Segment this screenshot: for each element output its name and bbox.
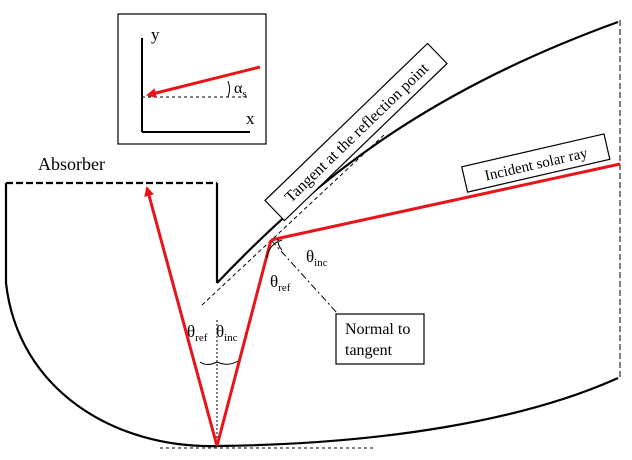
tangent-dashed-line xyxy=(201,132,387,306)
normal-label-line2: tangent xyxy=(345,342,393,359)
absorber-label: Absorber xyxy=(38,154,105,174)
incident-label-frame xyxy=(461,133,611,193)
absorber: Absorber xyxy=(4,154,219,283)
inset-sun-ray-arrow xyxy=(146,65,261,98)
theta-ref-arc-top xyxy=(266,239,283,259)
normal-label-frame xyxy=(335,313,425,365)
lower-reflector-curve xyxy=(4,282,619,448)
tangent-label-text: Tangent at the reflection point xyxy=(282,60,433,206)
theta-ref-arc-bottom xyxy=(199,361,218,365)
normal-label-box: Normal to tangent xyxy=(335,313,425,365)
inset-alpha-label: αs xyxy=(234,80,247,100)
inset-frame xyxy=(117,13,267,145)
normal-dashdot-line xyxy=(270,239,339,315)
theta-inc-label-bottom: θinc xyxy=(216,322,238,344)
normal-label-line1: Normal to xyxy=(345,321,410,338)
theta-inc-arc-bottom xyxy=(216,360,239,365)
theta-inc-arc-top xyxy=(277,238,283,251)
inset-diagram: y x αs xyxy=(117,13,267,145)
reflected-ray-down xyxy=(215,239,273,447)
incident-solar-ray xyxy=(270,162,621,242)
inset-alpha-arc xyxy=(227,80,230,98)
inset-x-label: x xyxy=(246,109,255,128)
theta-inc-label-top: θinc xyxy=(306,247,328,269)
tangent-label-box: Tangent at the reflection point xyxy=(264,42,448,222)
tangent-label-frame xyxy=(264,42,448,222)
ray-to-absorber-arrow xyxy=(144,186,219,447)
inset-y-label: y xyxy=(151,25,160,44)
upper-reflector-curve xyxy=(216,20,619,284)
theta-ref-label-bottom: θref xyxy=(187,322,208,344)
theta-ref-label-top: θref xyxy=(270,272,291,294)
